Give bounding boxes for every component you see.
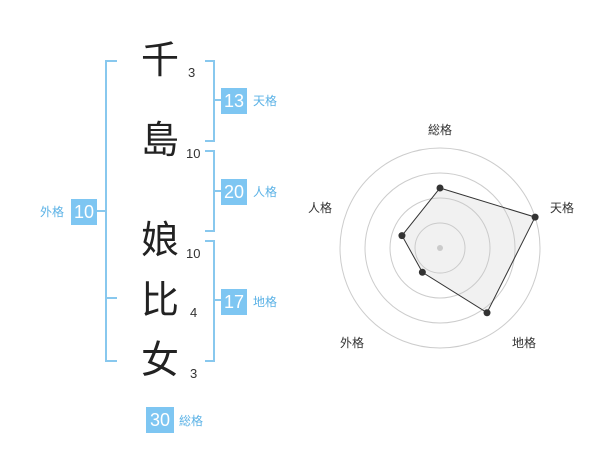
stroke-count-2: 10: [186, 146, 201, 161]
tenkaku-tick: [213, 99, 221, 101]
radar-axis-label-jinkaku: 人格: [307, 201, 332, 215]
radar-ring: [339, 147, 541, 349]
gaikaku-label: 外格: [40, 205, 65, 219]
radar-axis-label-soukaku: 総格: [427, 123, 452, 137]
tenkaku-bracket: [205, 60, 215, 142]
radar-ring: [364, 172, 516, 324]
radar-point-gaikaku: [418, 268, 426, 276]
radar-ring: [414, 222, 466, 274]
name-char-5: 女: [140, 338, 179, 382]
gaikaku-bracket: [105, 60, 117, 362]
tenkaku-badge: 13: [221, 88, 247, 114]
stroke-count-1: 3: [188, 65, 196, 80]
radar-center-dot: [437, 245, 443, 251]
tenkaku-label: 天格: [253, 94, 278, 108]
chikaku-label: 地格: [253, 295, 278, 309]
radar-ring: [389, 197, 491, 299]
gaikaku-badge: 10: [71, 199, 97, 225]
gaikaku-tick: [97, 210, 105, 212]
radar-point-soukaku: [436, 184, 444, 192]
gaikaku-inner-tick: [107, 297, 117, 299]
stroke-count-3: 10: [186, 246, 201, 261]
radar-point-tenkaku: [531, 213, 539, 221]
chikaku-tick: [213, 299, 221, 301]
stroke-count-5: 3: [190, 366, 198, 381]
radar-point-jinkaku: [398, 232, 406, 240]
radar-point-chikaku: [483, 309, 491, 317]
chikaku-bracket: [205, 240, 215, 362]
name-char-3: 娘: [140, 218, 179, 262]
radar-axis-label-tenkaku: 天格: [549, 201, 574, 215]
jinkaku-tick: [213, 190, 221, 192]
name-char-1: 千: [140, 38, 179, 82]
soukaku-badge: 30: [146, 407, 174, 433]
soukaku-label: 総格: [179, 414, 204, 428]
radar-value-polygon: [401, 187, 536, 314]
chikaku-badge: 17: [221, 289, 247, 315]
name-char-2: 島: [140, 118, 179, 162]
name-char-4: 比: [140, 278, 179, 322]
radar-axis-label-gaikaku: 外格: [339, 336, 364, 350]
stroke-count-4: 4: [190, 305, 198, 320]
radar-axis-label-chikaku: 地格: [511, 336, 536, 350]
jinkaku-label: 人格: [253, 185, 278, 199]
jinkaku-badge: 20: [221, 179, 247, 205]
fortune-radar-chart: [339, 147, 541, 349]
